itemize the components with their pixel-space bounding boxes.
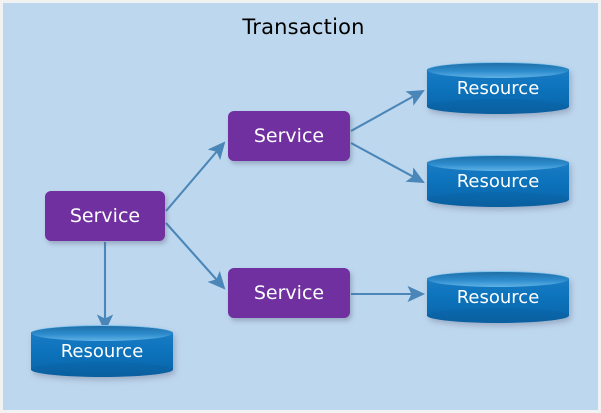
edge-root-to-upper-service: [165, 141, 226, 212]
service-node-label: Service: [253, 282, 325, 304]
arrow-layer: [96, 89, 426, 333]
service-node-lower[interactable]: Service: [228, 268, 350, 318]
cylinder-top-ellipse: [427, 155, 569, 171]
cylinder-bottom-ellipse: [31, 362, 173, 377]
resource-node-label: Resource: [456, 77, 540, 99]
cylinder-bottom-ellipse: [427, 99, 569, 114]
cylinder-top-ellipse: [427, 62, 569, 78]
resource-node-mid-right[interactable]: Resource: [427, 155, 569, 207]
service-node-label: Service: [253, 125, 325, 147]
cylinder-bottom-ellipse: [427, 192, 569, 207]
cylinder-bottom-ellipse: [427, 308, 569, 323]
resource-node-bottom-left[interactable]: Resource: [31, 325, 173, 377]
resource-node-top-right[interactable]: Resource: [427, 62, 569, 114]
resource-node-label: Resource: [456, 170, 540, 192]
resource-node-bottom-right[interactable]: Resource: [427, 271, 569, 323]
page-title: Transaction: [242, 15, 365, 39]
resource-node-label: Resource: [60, 340, 144, 362]
edge-root-to-lower-service: [165, 222, 226, 290]
service-node-root[interactable]: Service: [45, 191, 165, 241]
edge-upper-service-to-mid-resource: [350, 142, 425, 184]
service-node-upper[interactable]: Service: [228, 111, 350, 161]
cylinder-top-ellipse: [427, 271, 569, 287]
service-node-label: Service: [69, 205, 141, 227]
edge-upper-service-to-top-resource: [350, 89, 425, 132]
resource-node-label: Resource: [456, 286, 540, 308]
